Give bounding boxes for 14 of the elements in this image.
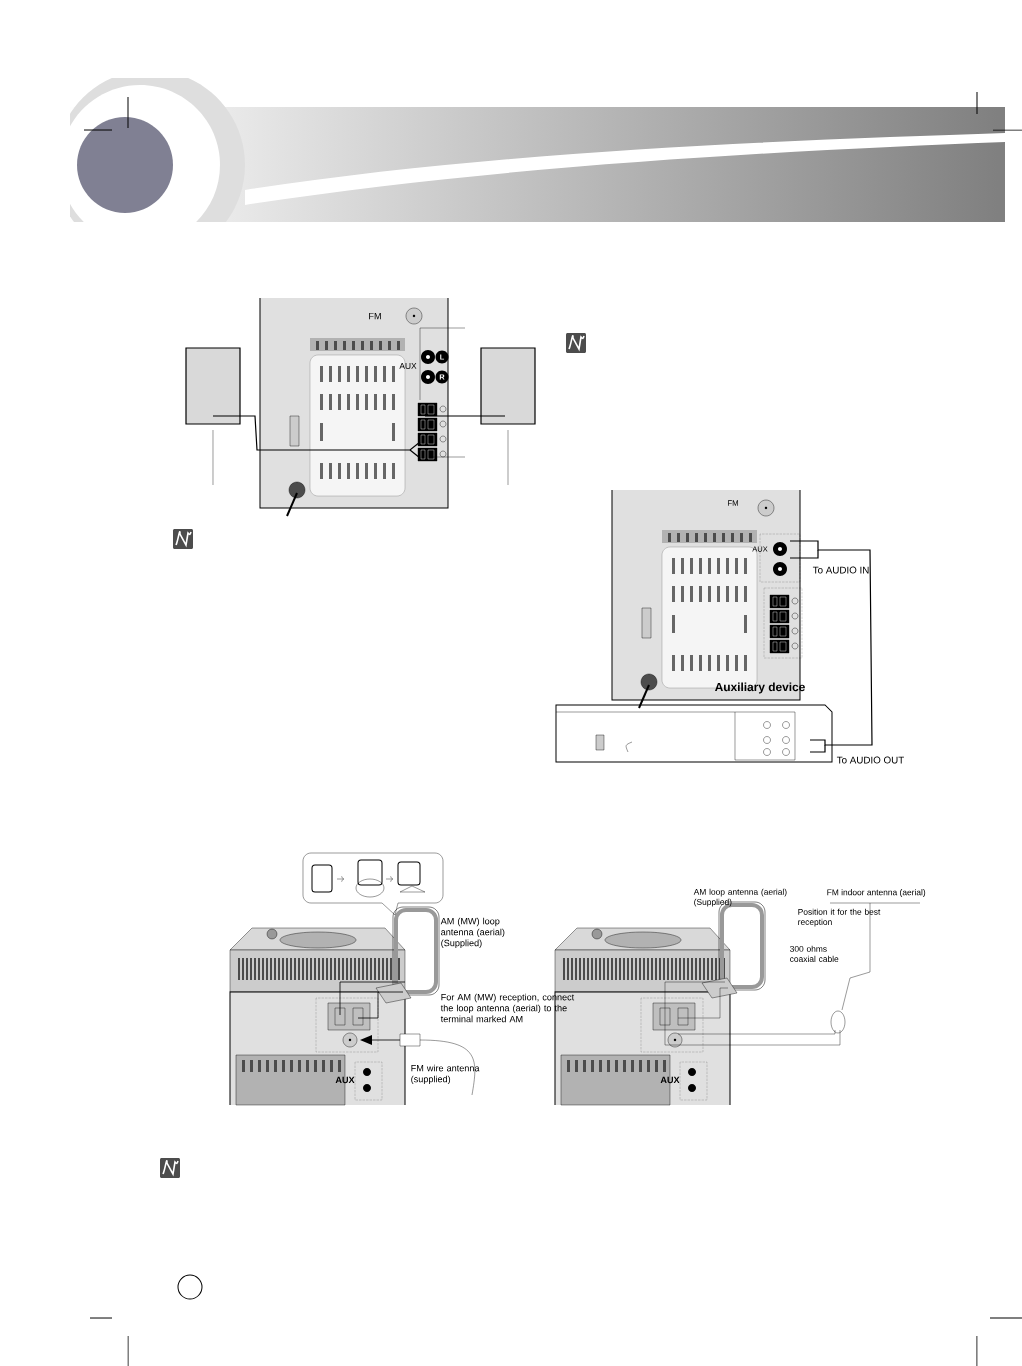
part-label: AUX bbox=[335, 1076, 355, 1084]
part-label: AUX bbox=[660, 1076, 680, 1084]
part-label: For AM (MW) reception, connect the loop antenna (aerial) to the terminal marked AM bbox=[440, 993, 575, 1023]
part-label: Position it for the best reception bbox=[798, 908, 881, 927]
part-label: AUX bbox=[399, 363, 417, 369]
part-label: FM wire antenna (supplied) bbox=[411, 1064, 480, 1085]
part-label: To AUDIO IN bbox=[812, 566, 869, 574]
part-label: To AUDIO OUT bbox=[836, 756, 904, 764]
part-label: AM loop antenna (aerial) (Supplied) bbox=[693, 888, 787, 907]
part-label: 300 ohms coaxial cable bbox=[790, 945, 839, 962]
part-label: FM indoor antenna (aerial) bbox=[827, 889, 926, 897]
part-label: Auxiliary device bbox=[715, 682, 805, 694]
part-label: FM bbox=[369, 312, 381, 320]
part-label: AM (MW) loop antenna (aerial) (Supplied) bbox=[440, 917, 505, 949]
